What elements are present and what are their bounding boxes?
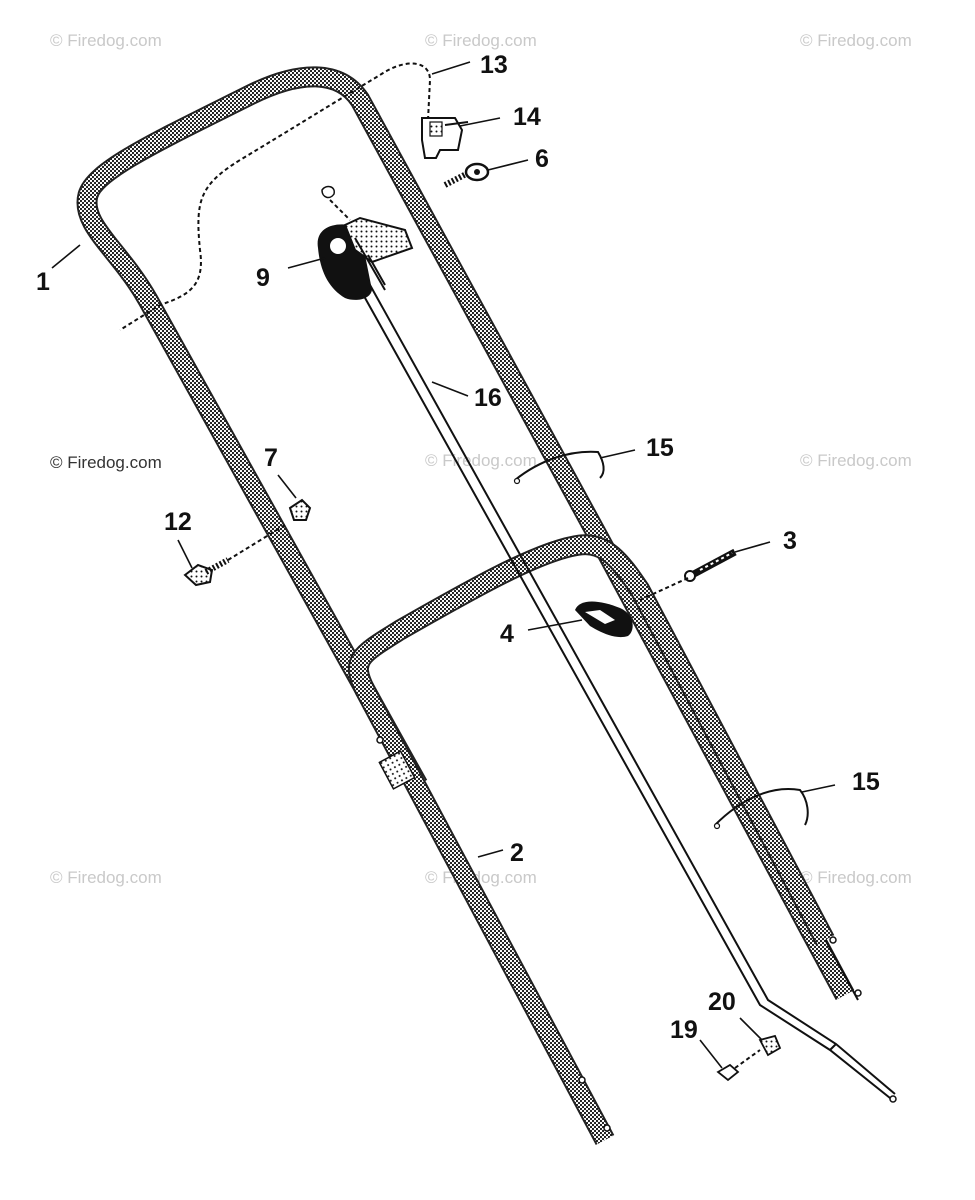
callout-6: 6 (535, 145, 549, 173)
leader-lines (51, 61, 836, 1069)
watermark-layer: © Firedog.com © Firedog.com © Firedog.co… (50, 31, 912, 887)
cable-clip-part-14 (421, 117, 469, 159)
watermark: © Firedog.com (425, 451, 537, 470)
upper-handle-part-1 (76, 66, 862, 1001)
control-bracket-part-9 (317, 185, 414, 300)
callout-20: 20 (708, 988, 736, 1016)
callout-13: 13 (480, 51, 508, 79)
callout-3: 3 (783, 527, 797, 555)
callout-12: 12 (164, 508, 192, 536)
cable-wire-part-13 (119, 62, 432, 331)
cable-clamp-part-20 (758, 1034, 782, 1057)
callout-15-lower: 15 (852, 768, 880, 796)
knob-bolt-part-12 (183, 524, 286, 587)
bolt-part-3 (639, 548, 737, 601)
watermark: © Firedog.com (800, 451, 912, 470)
control-cable-part-16 (354, 275, 897, 1103)
callout-2: 2 (510, 839, 524, 867)
callout-9: 9 (256, 264, 270, 292)
watermark: © Firedog.com (800, 868, 912, 887)
watermark: © Firedog.com (50, 453, 162, 472)
callout-19: 19 (670, 1016, 698, 1044)
watermark: © Firedog.com (425, 868, 537, 887)
screw-part-19 (716, 1049, 761, 1082)
callout-14: 14 (513, 103, 541, 131)
callout-4: 4 (500, 620, 514, 648)
callout-7: 7 (264, 444, 278, 472)
callout-15-upper: 15 (646, 434, 674, 462)
watermark: © Firedog.com (50, 868, 162, 887)
watermark: © Firedog.com (800, 31, 912, 50)
cable-tie-part-15b (713, 788, 809, 830)
lower-handle-part-2 (347, 534, 835, 1145)
nut-part-7 (288, 498, 312, 521)
watermark: © Firedog.com (425, 31, 537, 50)
knob-part-4 (575, 601, 633, 638)
bolt-part-6 (443, 162, 490, 188)
watermark: © Firedog.com (50, 31, 162, 50)
callout-16: 16 (474, 384, 502, 412)
callout-1: 1 (36, 268, 50, 296)
cable-tie-part-15a (513, 450, 605, 485)
callout-labels: 13 14 6 9 1 16 15 7 12 3 4 15 2 20 19 (36, 51, 880, 1044)
